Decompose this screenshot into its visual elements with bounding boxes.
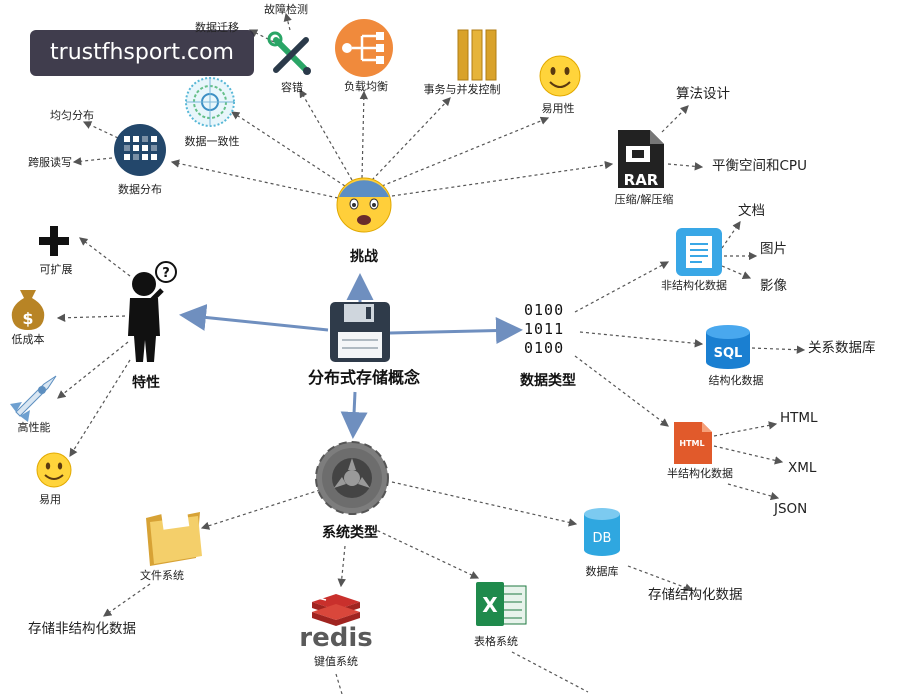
binary-row-3: 0100 [524,339,565,357]
center-title: 分布式存储概念 [307,368,421,387]
file-system-label: 文件系统 [140,569,184,582]
semi-structured-label: 半结构化数据 [667,467,733,480]
feature-scalable: 可扩展 [39,263,73,276]
semi-json-label: JSON [774,501,808,517]
fault-tolerance-label: 容错 [281,81,303,94]
document-icon [676,228,722,276]
smiley-icon [539,55,581,97]
features-label: 特性 [132,375,160,391]
svg-text:?: ? [162,266,170,281]
svg-text:RAR: RAR [624,171,659,189]
table-system-label: 表格系统 [474,635,518,648]
uniform-distribution-label: 均匀分布 [50,109,94,122]
transaction-label: 事务与并发控制 [423,83,501,96]
scared-face-icon [336,177,392,233]
feature-easy-to-use: 易用 [39,493,61,506]
load-balancer-icon [335,19,393,77]
grid-icon [114,124,166,176]
sql-database-icon: SQL [706,325,750,369]
main-arrows [179,273,523,439]
unstructured-image: 图片 [760,241,787,257]
kv-system-label: 键值系统 [314,655,358,668]
unstructured-video: 影像 [760,278,787,294]
svg-text:X: X [482,593,498,617]
rar-file-icon: RAR [618,130,664,189]
floppy-disk-icon [330,302,390,362]
data-migration-label: 数据迁移 [195,21,239,34]
semi-xml-label: XML [788,460,817,476]
spreadsheet-icon: X [476,582,527,626]
thinking-person-icon: ? [128,261,177,362]
globe-icon [185,77,235,127]
html-file-icon: HTML [674,422,712,464]
compression-label: 压缩/解压缩 [614,193,674,206]
plus-icon [39,226,69,256]
binary-row-2: 1011 [524,320,565,338]
money-bag-icon: $ [11,290,45,330]
tools-icon [267,31,311,75]
binary-row-1: 0100 [524,301,565,319]
data-distribution-label: 数据分布 [118,183,162,196]
svg-text:redis: redis [299,623,372,653]
database-label: 数据库 [585,565,619,578]
svg-text:DB: DB [593,531,612,546]
unstructured-document: 文档 [738,203,765,219]
columns-icon [457,29,497,81]
usability-label: 易用性 [541,102,575,115]
watermark-banner: trustfhsport.com [30,30,254,76]
gear-icon [315,441,389,515]
cross-server-rw-label: 跨服读写 [28,156,72,169]
relational-db-label: 关系数据库 [808,340,876,356]
redis-logo-icon: redis [299,594,373,653]
db-cylinder-icon: DB [584,508,620,556]
fault-detection-label: 故障检测 [264,3,308,16]
feature-low-cost: 低成本 [11,333,45,346]
system-types-label: 系统类型 [322,525,378,541]
unstructured-label: 非结构化数据 [661,279,727,292]
data-consistency-label: 数据一致性 [184,135,240,148]
database-sub: 存储结构化数据 [648,587,743,603]
data-types-label: 数据类型 [520,373,576,389]
balance-space-cpu-label: 平衡空间和CPU [712,158,807,174]
svg-text:HTML: HTML [679,439,704,448]
load-balancing-label: 负载均衡 [344,80,388,93]
svg-text:SQL: SQL [714,346,743,361]
file-system-sub: 存储非结构化数据 [28,621,136,637]
dotted-arrows [56,12,806,694]
feature-high-performance: 高性能 [17,421,51,434]
svg-text:$: $ [22,309,33,328]
rocket-icon [10,375,57,422]
challenge-label: 挑战 [350,249,378,265]
structured-label: 结构化数据 [708,374,764,387]
smiley-icon [36,452,72,488]
semi-html-label: HTML [780,410,818,426]
folder-icon [146,506,202,566]
algorithm-design-label: 算法设计 [676,86,730,102]
